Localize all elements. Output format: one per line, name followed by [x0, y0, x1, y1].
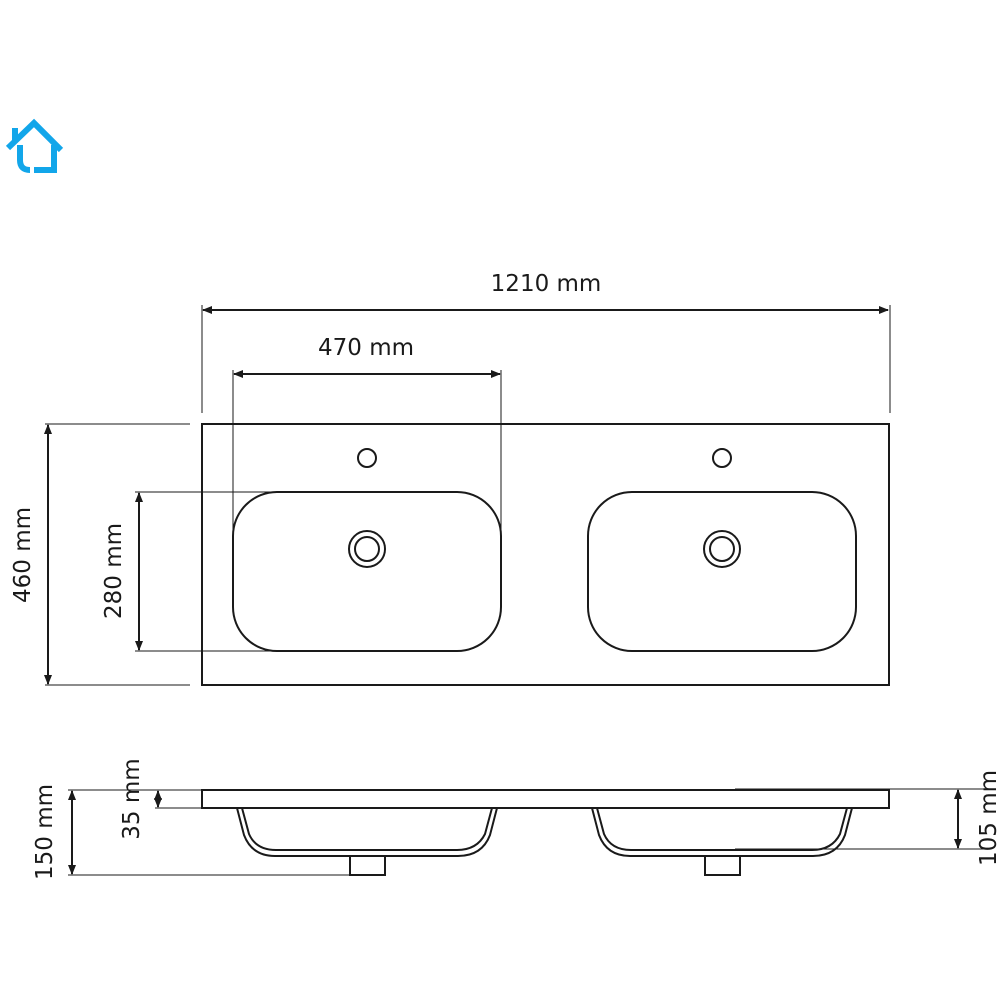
basin-depth-label: 280 mm — [101, 523, 127, 619]
home-logo-icon — [5, 118, 64, 173]
left-basin-side — [236, 807, 498, 857]
total-depth-label: 460 mm — [10, 507, 36, 603]
side-view — [201, 789, 890, 876]
left-tap-hole — [357, 448, 377, 468]
dimension-lines-top — [44, 305, 891, 686]
top-view — [201, 423, 890, 686]
dimension-lines-side — [68, 788, 985, 876]
basin-height-label: 105 mm — [976, 770, 1000, 866]
total-width-label: 1210 mm — [491, 271, 602, 297]
right-tap-hole — [712, 448, 732, 468]
basin-width-label: 470 mm — [318, 335, 414, 361]
right-drain-side — [704, 856, 741, 876]
total-height-label: 150 mm — [32, 784, 58, 880]
countertop-outline — [201, 423, 890, 686]
right-drain — [703, 530, 741, 568]
left-drain-side — [349, 856, 386, 876]
countertop-side — [201, 789, 890, 809]
right-basin-side — [591, 807, 853, 857]
top-thickness-label: 35 mm — [119, 758, 145, 839]
left-basin — [232, 491, 502, 652]
left-drain — [348, 530, 386, 568]
right-basin — [587, 491, 857, 652]
